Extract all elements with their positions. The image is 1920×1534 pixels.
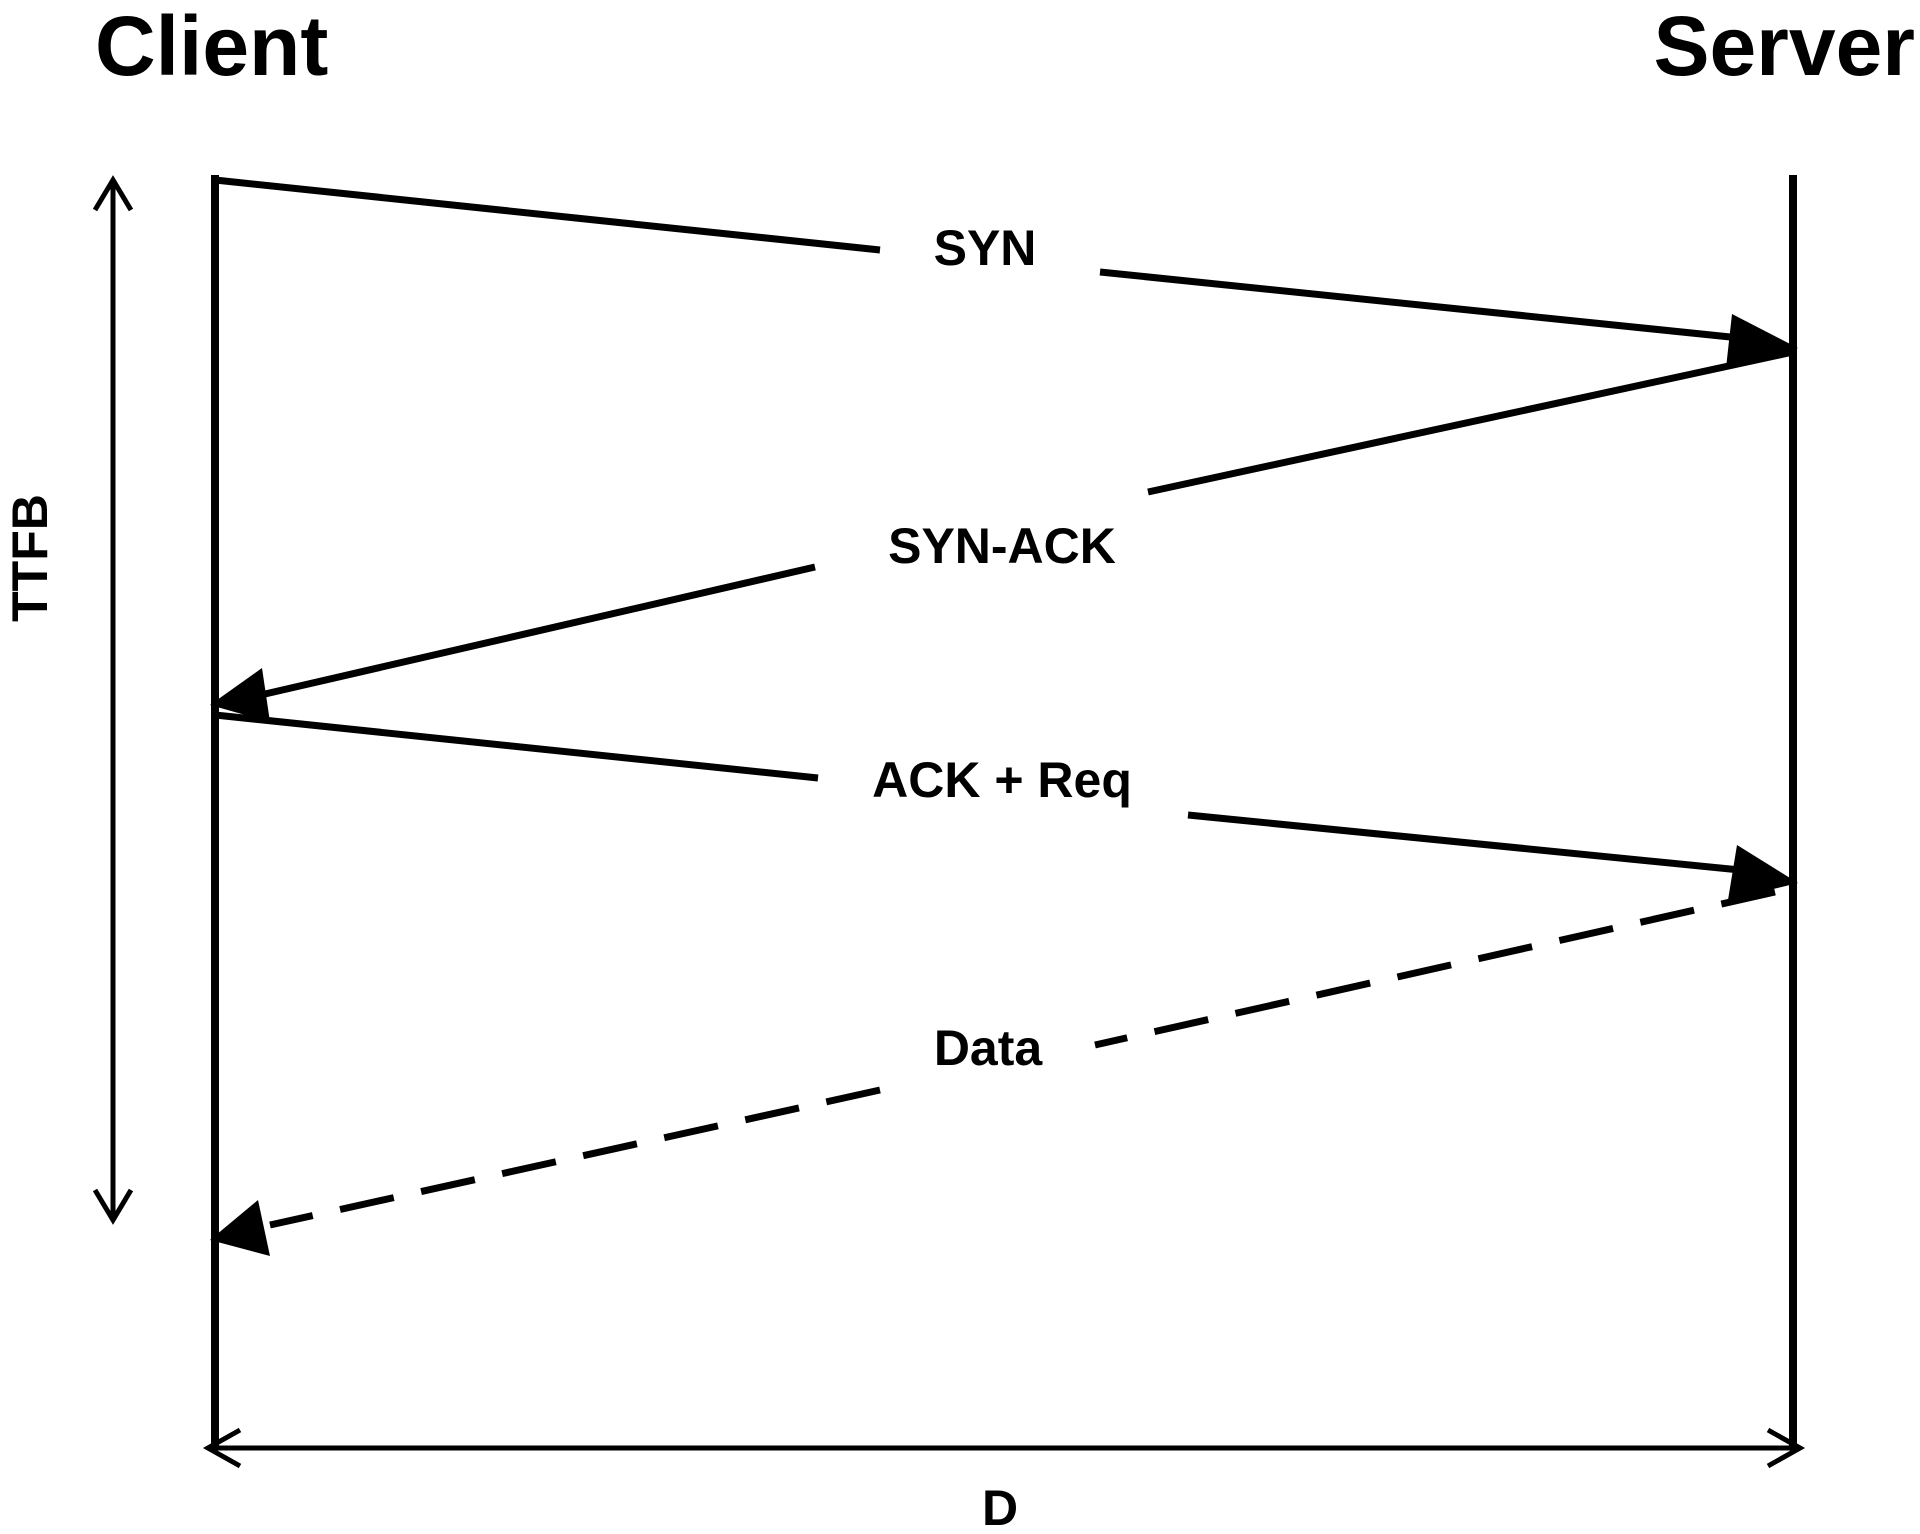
- distance-label: D: [982, 1480, 1018, 1534]
- arrowhead-icon: [210, 668, 270, 722]
- message-label-ack-req: ACK + Req: [872, 752, 1132, 808]
- message-label-syn-ack: SYN-ACK: [888, 518, 1116, 574]
- server-title: Server: [1653, 0, 1915, 93]
- distance-dimension: D: [202, 1427, 1806, 1534]
- arrow-down-icon: [92, 1188, 134, 1225]
- arrowhead-icon: [210, 1200, 270, 1256]
- message-data: Data: [210, 888, 1776, 1256]
- ttfb-dimension: TTFB: [2, 175, 134, 1225]
- message-ack-req: ACK + Req: [214, 711, 1798, 900]
- message-syn-ack: SYN-ACK: [210, 348, 1794, 722]
- message-label-data: Data: [934, 1020, 1044, 1076]
- message-label-syn: SYN: [934, 220, 1037, 276]
- client-title: Client: [95, 0, 328, 93]
- ttfb-label: TTFB: [2, 494, 58, 622]
- message-syn: SYN: [214, 176, 1798, 368]
- arrow-right-icon: [1766, 1427, 1806, 1469]
- arrowhead-icon: [1726, 314, 1798, 368]
- arrow-up-icon: [92, 175, 134, 212]
- arrow-left-icon: [202, 1427, 242, 1469]
- arrowhead-icon: [1728, 845, 1798, 900]
